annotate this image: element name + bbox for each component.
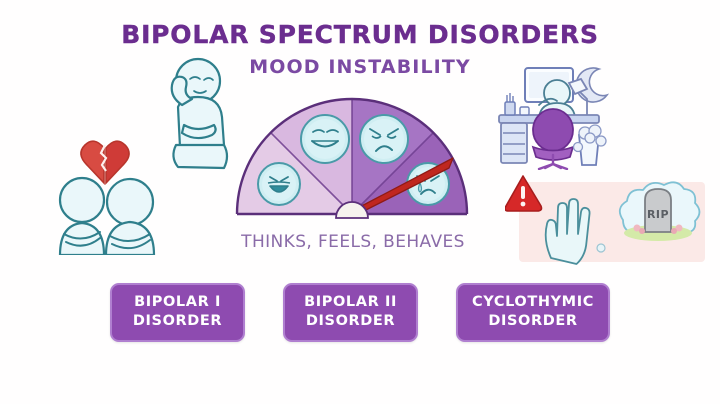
seated-thinker-svg (170, 57, 229, 170)
disorder-box-line2: DISORDER (305, 313, 396, 330)
gauge-arc-outline (235, 97, 469, 215)
mood-gauge-svg (235, 97, 469, 219)
seated-thinker-illustration (140, 55, 240, 170)
disorder-box-cyclothymic[interactable]: CYCLOTHYMIC DISORDER (456, 283, 610, 343)
page-subtitle: MOOD INSTABILITY (249, 56, 471, 78)
disorder-box-bipolar-2[interactable]: BIPOLAR II DISORDER (283, 283, 419, 343)
self-harm-risk-panel: RIP (504, 170, 705, 265)
couple-broken-heart-illustration (52, 130, 178, 257)
disorder-box-line1: BIPOLAR II (304, 294, 397, 310)
disorder-box-line1: BIPOLAR I (134, 294, 221, 310)
disorder-box-line1: CYCLOTHYMIC (472, 294, 594, 310)
mood-gauge (232, 92, 472, 220)
disorder-box-bipolar-1[interactable]: BIPOLAR I DISORDER (110, 283, 246, 343)
disorder-box-row: BIPOLAR I DISORDER BIPOLAR II DISORDER C… (0, 283, 720, 343)
warning-triangle-icon (504, 175, 543, 212)
disorder-box-line2: DISORDER (488, 313, 578, 330)
gauge-needle (335, 157, 454, 219)
waste-bin-icon (572, 124, 607, 166)
ellipsis-dot (596, 243, 606, 253)
gauge-face-smiling (300, 114, 350, 164)
risk-panel-svg: RIP (504, 175, 705, 265)
gravestone-thought-bubble: RIP (618, 181, 701, 241)
page-title: BIPOLAR SPECTRUM DISORDERS (121, 20, 599, 49)
gauge-face-worried (359, 114, 409, 164)
broken-heart-icon (80, 140, 130, 186)
couple-broken-heart-svg (58, 140, 156, 257)
gauge-caption: THINKS, FEELS, BEHAVES (241, 232, 465, 252)
office-chair-back (532, 108, 574, 152)
gravestone-text: RIP (647, 208, 669, 221)
desk-night-scene-illustration (495, 55, 615, 171)
gauge-face-laughing (257, 162, 301, 206)
raised-hand-icon (544, 198, 591, 265)
gauge-dividers (270, 99, 434, 215)
disorder-box-line2: DISORDER (132, 313, 223, 330)
crescent-moon-icon (575, 67, 610, 103)
desk-night-scene-svg (498, 67, 610, 171)
